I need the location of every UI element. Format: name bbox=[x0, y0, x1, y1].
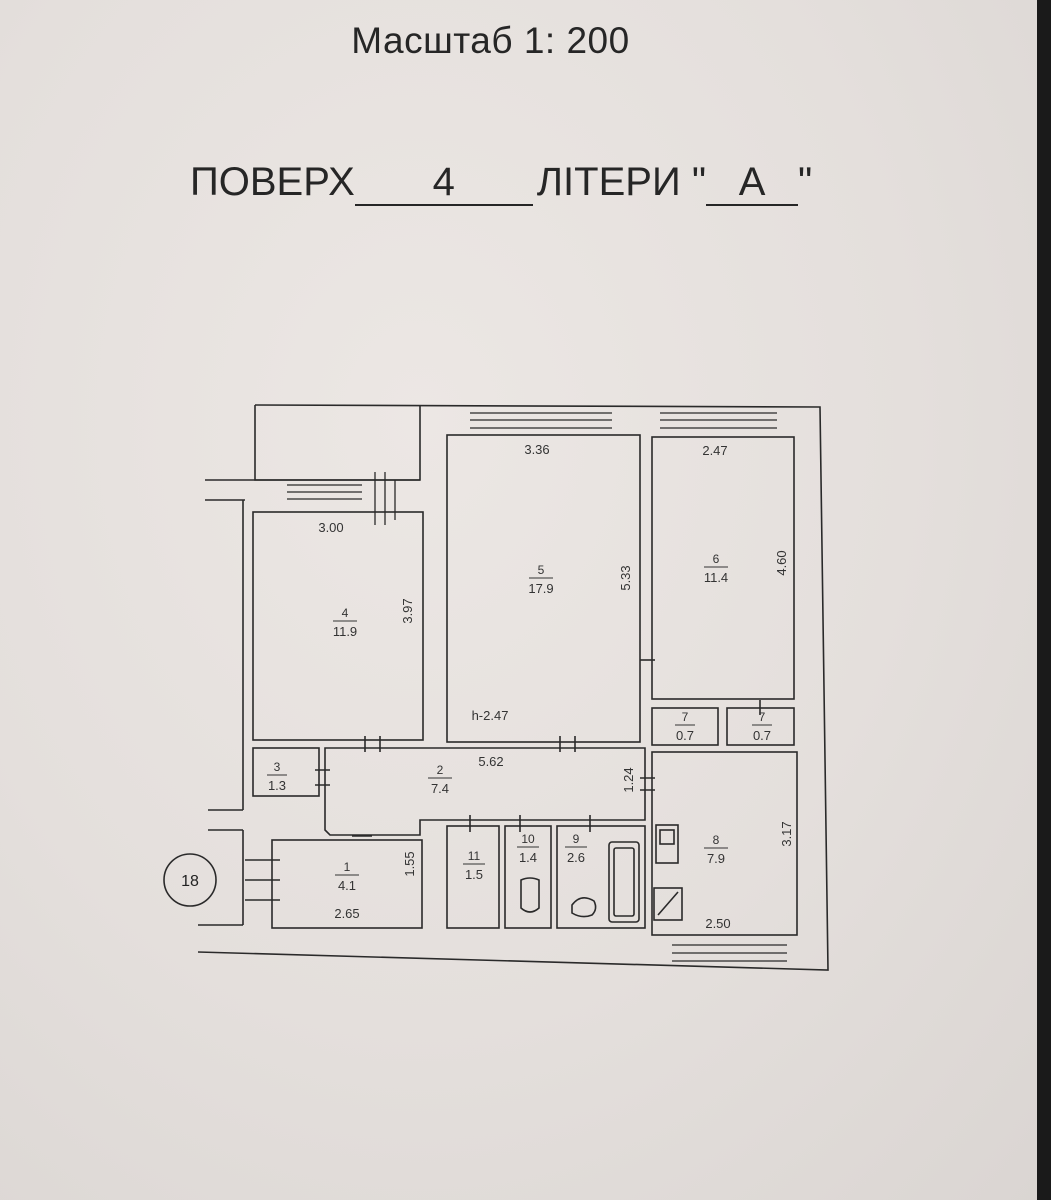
sink bbox=[571, 897, 597, 918]
room-7a-number: 7 bbox=[682, 710, 689, 724]
dim-room5-length: 5.33 bbox=[618, 565, 633, 590]
room-8-area: 7.9 bbox=[707, 851, 725, 866]
dim-room1-depth: 1.55 bbox=[402, 851, 417, 876]
dim-room4-length: 3.97 bbox=[400, 598, 415, 623]
ceiling-height: h-2.47 bbox=[472, 708, 509, 723]
room-3-outline bbox=[252, 747, 320, 797]
room-8-number: 8 bbox=[713, 833, 720, 847]
letter-close-quote: " bbox=[798, 160, 813, 204]
dim-room6-length: 4.60 bbox=[774, 550, 789, 575]
room-7a-outline bbox=[651, 707, 719, 746]
room-4-area: 11.9 bbox=[333, 624, 357, 639]
stove bbox=[655, 824, 679, 864]
scale-text: Масштаб 1: 200 bbox=[351, 20, 630, 61]
room-10-number: 10 bbox=[521, 832, 535, 846]
floor-word: ПОВЕРХ bbox=[190, 160, 355, 204]
room-2-area: 7.4 bbox=[431, 781, 449, 796]
balcony-outline bbox=[254, 405, 421, 481]
room-3-number: 3 bbox=[274, 760, 281, 774]
room-7a-area: 0.7 bbox=[676, 728, 694, 743]
room-9-area: 2.6 bbox=[567, 850, 585, 865]
room-5-number: 5 bbox=[538, 563, 545, 577]
dim-room8-length: 3.17 bbox=[779, 821, 794, 846]
dim-room4-width: 3.00 bbox=[318, 520, 343, 535]
dim-corridor-length: 5.62 bbox=[478, 754, 503, 769]
letter-word: ЛІТЕРИ bbox=[536, 160, 681, 204]
dim-room8-width: 2.50 bbox=[705, 916, 730, 931]
dim-room1-width: 2.65 bbox=[334, 906, 359, 921]
toilet bbox=[520, 877, 540, 913]
kitchen-sink bbox=[653, 887, 683, 921]
floor-value: 4 bbox=[354, 162, 533, 206]
room-6-area: 11.4 bbox=[704, 570, 728, 585]
room-1-area: 4.1 bbox=[338, 878, 356, 893]
room-11-area: 1.5 bbox=[465, 867, 483, 882]
letter-open-quote: " bbox=[691, 160, 707, 204]
room-4-number: 4 bbox=[342, 606, 349, 620]
room-11-number: 11 bbox=[468, 849, 481, 863]
room-2-number: 2 bbox=[437, 763, 444, 777]
building-mark-circle bbox=[163, 853, 217, 907]
room-7b-number: 7 bbox=[759, 710, 766, 724]
room-8-outline bbox=[651, 751, 798, 936]
room-10-outline bbox=[504, 825, 552, 929]
room-9-number: 9 bbox=[573, 832, 580, 846]
door-marks bbox=[245, 659, 761, 901]
dimension-labels: 3.36 2.47 3.00 5.33 4.60 3.97 h-2.47 5.6… bbox=[318, 442, 794, 931]
room-5-area: 17.9 bbox=[528, 581, 553, 596]
room-2-outline bbox=[324, 747, 646, 836]
scale-label: Масштаб 1: 200 bbox=[0, 20, 1051, 62]
room-labels: 4 11.9 5 17.9 6 11.4 7 0.7 7 0.7 3 1.3 2… bbox=[267, 552, 772, 893]
room-6-outline bbox=[651, 436, 795, 700]
room-11-outline bbox=[446, 825, 500, 929]
bathtub bbox=[608, 841, 640, 923]
room-5-outline bbox=[446, 434, 641, 743]
room-7b-area: 0.7 bbox=[753, 728, 771, 743]
room-1-outline bbox=[271, 839, 423, 929]
room-1-number: 1 bbox=[344, 860, 351, 874]
outer-wall bbox=[197, 404, 829, 971]
letter-value: А bbox=[706, 162, 799, 206]
building-mark: 18 bbox=[181, 873, 199, 890]
room-9-outline bbox=[556, 825, 646, 929]
dim-room6-width: 2.47 bbox=[702, 443, 727, 458]
dim-corridor-width: 1.24 bbox=[621, 767, 636, 792]
room-10-area: 1.4 bbox=[519, 850, 537, 865]
photo-edge bbox=[1037, 0, 1051, 1200]
room-3-area: 1.3 bbox=[268, 778, 286, 793]
windows bbox=[287, 412, 787, 962]
dim-room5-width: 3.36 bbox=[524, 442, 549, 457]
room-4-outline bbox=[252, 511, 424, 741]
room-6-number: 6 bbox=[713, 552, 720, 566]
